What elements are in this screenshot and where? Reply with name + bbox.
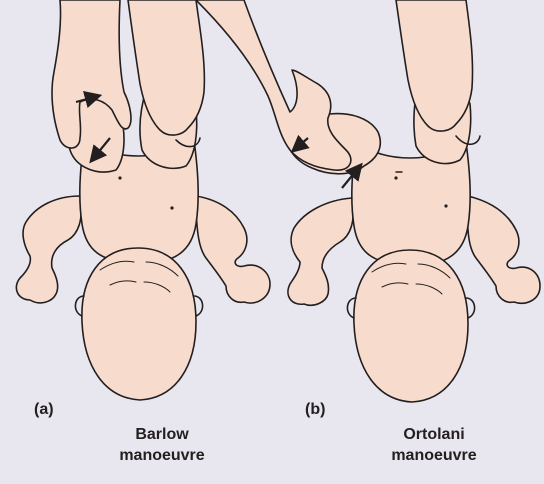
panel-b-caption-line1: Ortolani xyxy=(359,424,509,445)
baby-right-arm xyxy=(467,196,540,303)
panel-b-caption-line2: manoeuvre xyxy=(359,445,509,466)
panel-a-drawing xyxy=(16,0,270,400)
panel-a-label: (a) xyxy=(34,401,54,419)
examiner-right-hand xyxy=(128,0,204,135)
examiner-right-hand xyxy=(396,0,473,131)
panel-b-caption: Ortolani manoeuvre xyxy=(359,424,509,466)
panel-a-caption-line2: manoeuvre xyxy=(87,445,237,466)
panel-a-caption: Barlow manoeuvre xyxy=(87,424,237,466)
panel-a-caption-line1: Barlow xyxy=(87,424,237,445)
panel-b-label: (b) xyxy=(305,401,325,419)
baby-left-arm xyxy=(288,198,353,305)
baby-head xyxy=(354,250,468,402)
panel-b-drawing xyxy=(196,0,540,402)
baby-head xyxy=(82,248,196,400)
baby-right-arm xyxy=(196,196,270,303)
examiner-left-hand xyxy=(196,0,351,170)
baby-left-arm xyxy=(16,196,81,303)
